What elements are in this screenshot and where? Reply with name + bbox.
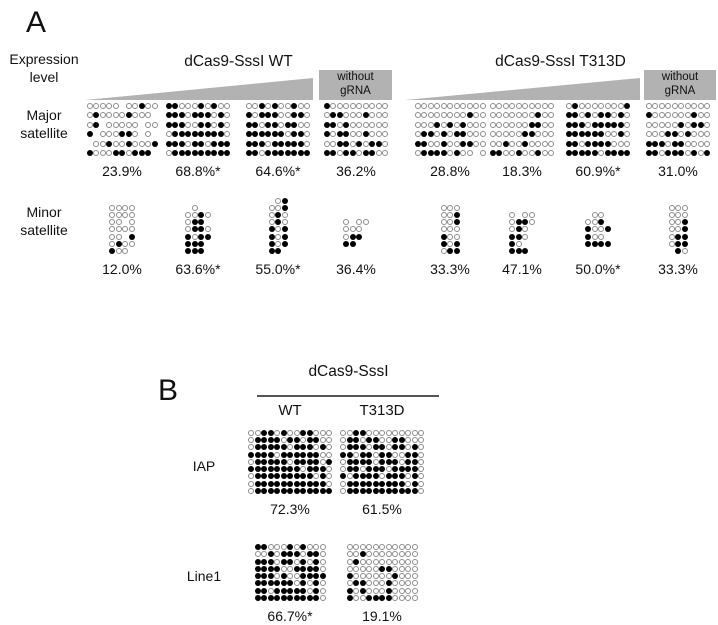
methylation-dot-grid xyxy=(248,429,332,494)
meth-cell-line1-t313d: 19.1% xyxy=(336,541,428,624)
group-header-t313d: dCas9-SssI T313D xyxy=(495,53,626,70)
meth-cell-major-wt-3: 64.6%* xyxy=(240,100,316,179)
methylation-dot-grid xyxy=(489,102,555,156)
meth-cell-minor-t313d-nogrna: 33.3% xyxy=(640,198,716,277)
expression-level-label: Expression level xyxy=(9,51,79,85)
panel-a-label: A xyxy=(26,6,47,39)
methylation-dot-grid xyxy=(245,102,311,156)
methylation-dot-grid xyxy=(668,204,688,254)
methylation-dot-grid xyxy=(585,212,611,254)
meth-cell-minor-t313d-3: 50.0%* xyxy=(560,198,636,277)
panel-b-label: B xyxy=(158,374,179,407)
meth-cell-major-wt-nogrna: 36.2% xyxy=(318,100,394,179)
percentage-label: 47.1% xyxy=(502,261,542,277)
percentage-label: 33.3% xyxy=(658,261,698,277)
methylation-dot-grid xyxy=(185,204,211,254)
percentage-label: 64.6%* xyxy=(255,163,301,179)
percentage-label: 23.9% xyxy=(102,163,142,179)
meth-cell-minor-t313d-2: 47.1% xyxy=(484,198,560,277)
percentage-label: 60.9%* xyxy=(575,163,621,179)
percentage-label: 31.0% xyxy=(658,163,698,179)
meth-cell-minor-wt-3: 55.0%* xyxy=(240,197,316,277)
methylation-dot-grid xyxy=(645,102,711,156)
methylation-dot-grid xyxy=(165,102,231,156)
without-grna-box-wt: without gRNA xyxy=(319,70,392,100)
percentage-label: 66.7%* xyxy=(267,608,313,624)
percentage-label: 63.6%* xyxy=(175,261,221,277)
percentage-label: 36.2% xyxy=(336,163,376,179)
percentage-label: 61.5% xyxy=(362,501,402,517)
meth-cell-major-t313d-nogrna: 31.0% xyxy=(640,100,716,179)
methylation-dot-grid xyxy=(565,102,631,156)
methylation-dot-grid xyxy=(414,102,486,156)
meth-cell-major-wt-1: 23.9% xyxy=(84,100,160,179)
percentage-label: 19.1% xyxy=(362,608,402,624)
panel-b-title: dCas9-SssI xyxy=(308,363,389,380)
methylation-dot-grid xyxy=(323,102,389,156)
expression-gradient-triangle-wt xyxy=(85,78,313,100)
meth-cell-iap-t313d: 61.5% xyxy=(336,428,428,517)
percentage-label: 33.3% xyxy=(430,261,470,277)
without-grna-box-t313d: without gRNA xyxy=(644,70,716,100)
percentage-label: 18.3% xyxy=(502,163,542,179)
iap-row-label: IAP xyxy=(192,458,216,474)
meth-cell-major-t313d-3: 60.9%* xyxy=(560,100,636,179)
methylation-dot-grid xyxy=(268,197,288,254)
percentage-label: 68.8%* xyxy=(175,163,221,179)
major-satellite-row-label: Major satellite xyxy=(20,107,68,141)
meth-cell-minor-wt-nogrna: 36.4% xyxy=(318,198,394,277)
expression-gradient-triangle-t313d xyxy=(405,78,640,100)
percentage-label: 36.4% xyxy=(336,261,376,277)
group-header-wt: dCas9-SssI WT xyxy=(184,53,293,70)
meth-cell-minor-t313d-1: 33.3% xyxy=(412,198,488,277)
meth-cell-minor-wt-2: 63.6%* xyxy=(160,198,236,277)
percentage-label: 72.3% xyxy=(270,501,310,517)
methylation-dot-grid xyxy=(346,543,418,601)
percentage-label: 55.0%* xyxy=(255,261,301,277)
panel-b-col-label-t313d: T313D xyxy=(359,402,405,419)
percentage-label: 28.8% xyxy=(430,163,470,179)
meth-cell-major-t313d-1: 28.8% xyxy=(412,100,488,179)
methylation-dot-grid xyxy=(440,204,460,254)
minor-satellite-row-label: Minor satellite xyxy=(20,204,68,238)
percentage-label: 12.0% xyxy=(102,261,142,277)
meth-cell-minor-wt-1: 12.0% xyxy=(84,198,160,277)
panel-b-col-label-wt: WT xyxy=(278,402,302,419)
methylation-dot-grid xyxy=(340,429,424,494)
meth-cell-iap-wt: 72.3% xyxy=(244,428,336,517)
methylation-dot-grid xyxy=(109,204,135,254)
meth-cell-major-t313d-2: 18.3% xyxy=(484,100,560,179)
methylation-dot-grid xyxy=(254,543,326,601)
line1-row-label: Line1 xyxy=(186,568,222,584)
panel-b-title-underline xyxy=(257,395,439,397)
methylation-dot-grid xyxy=(509,212,535,254)
methylation-dot-grid xyxy=(343,219,369,254)
meth-cell-major-wt-2: 68.8%* xyxy=(160,100,236,179)
meth-cell-line1-wt: 66.7%* xyxy=(244,541,336,624)
percentage-label: 50.0%* xyxy=(575,261,621,277)
methylation-dot-grid xyxy=(86,102,158,156)
